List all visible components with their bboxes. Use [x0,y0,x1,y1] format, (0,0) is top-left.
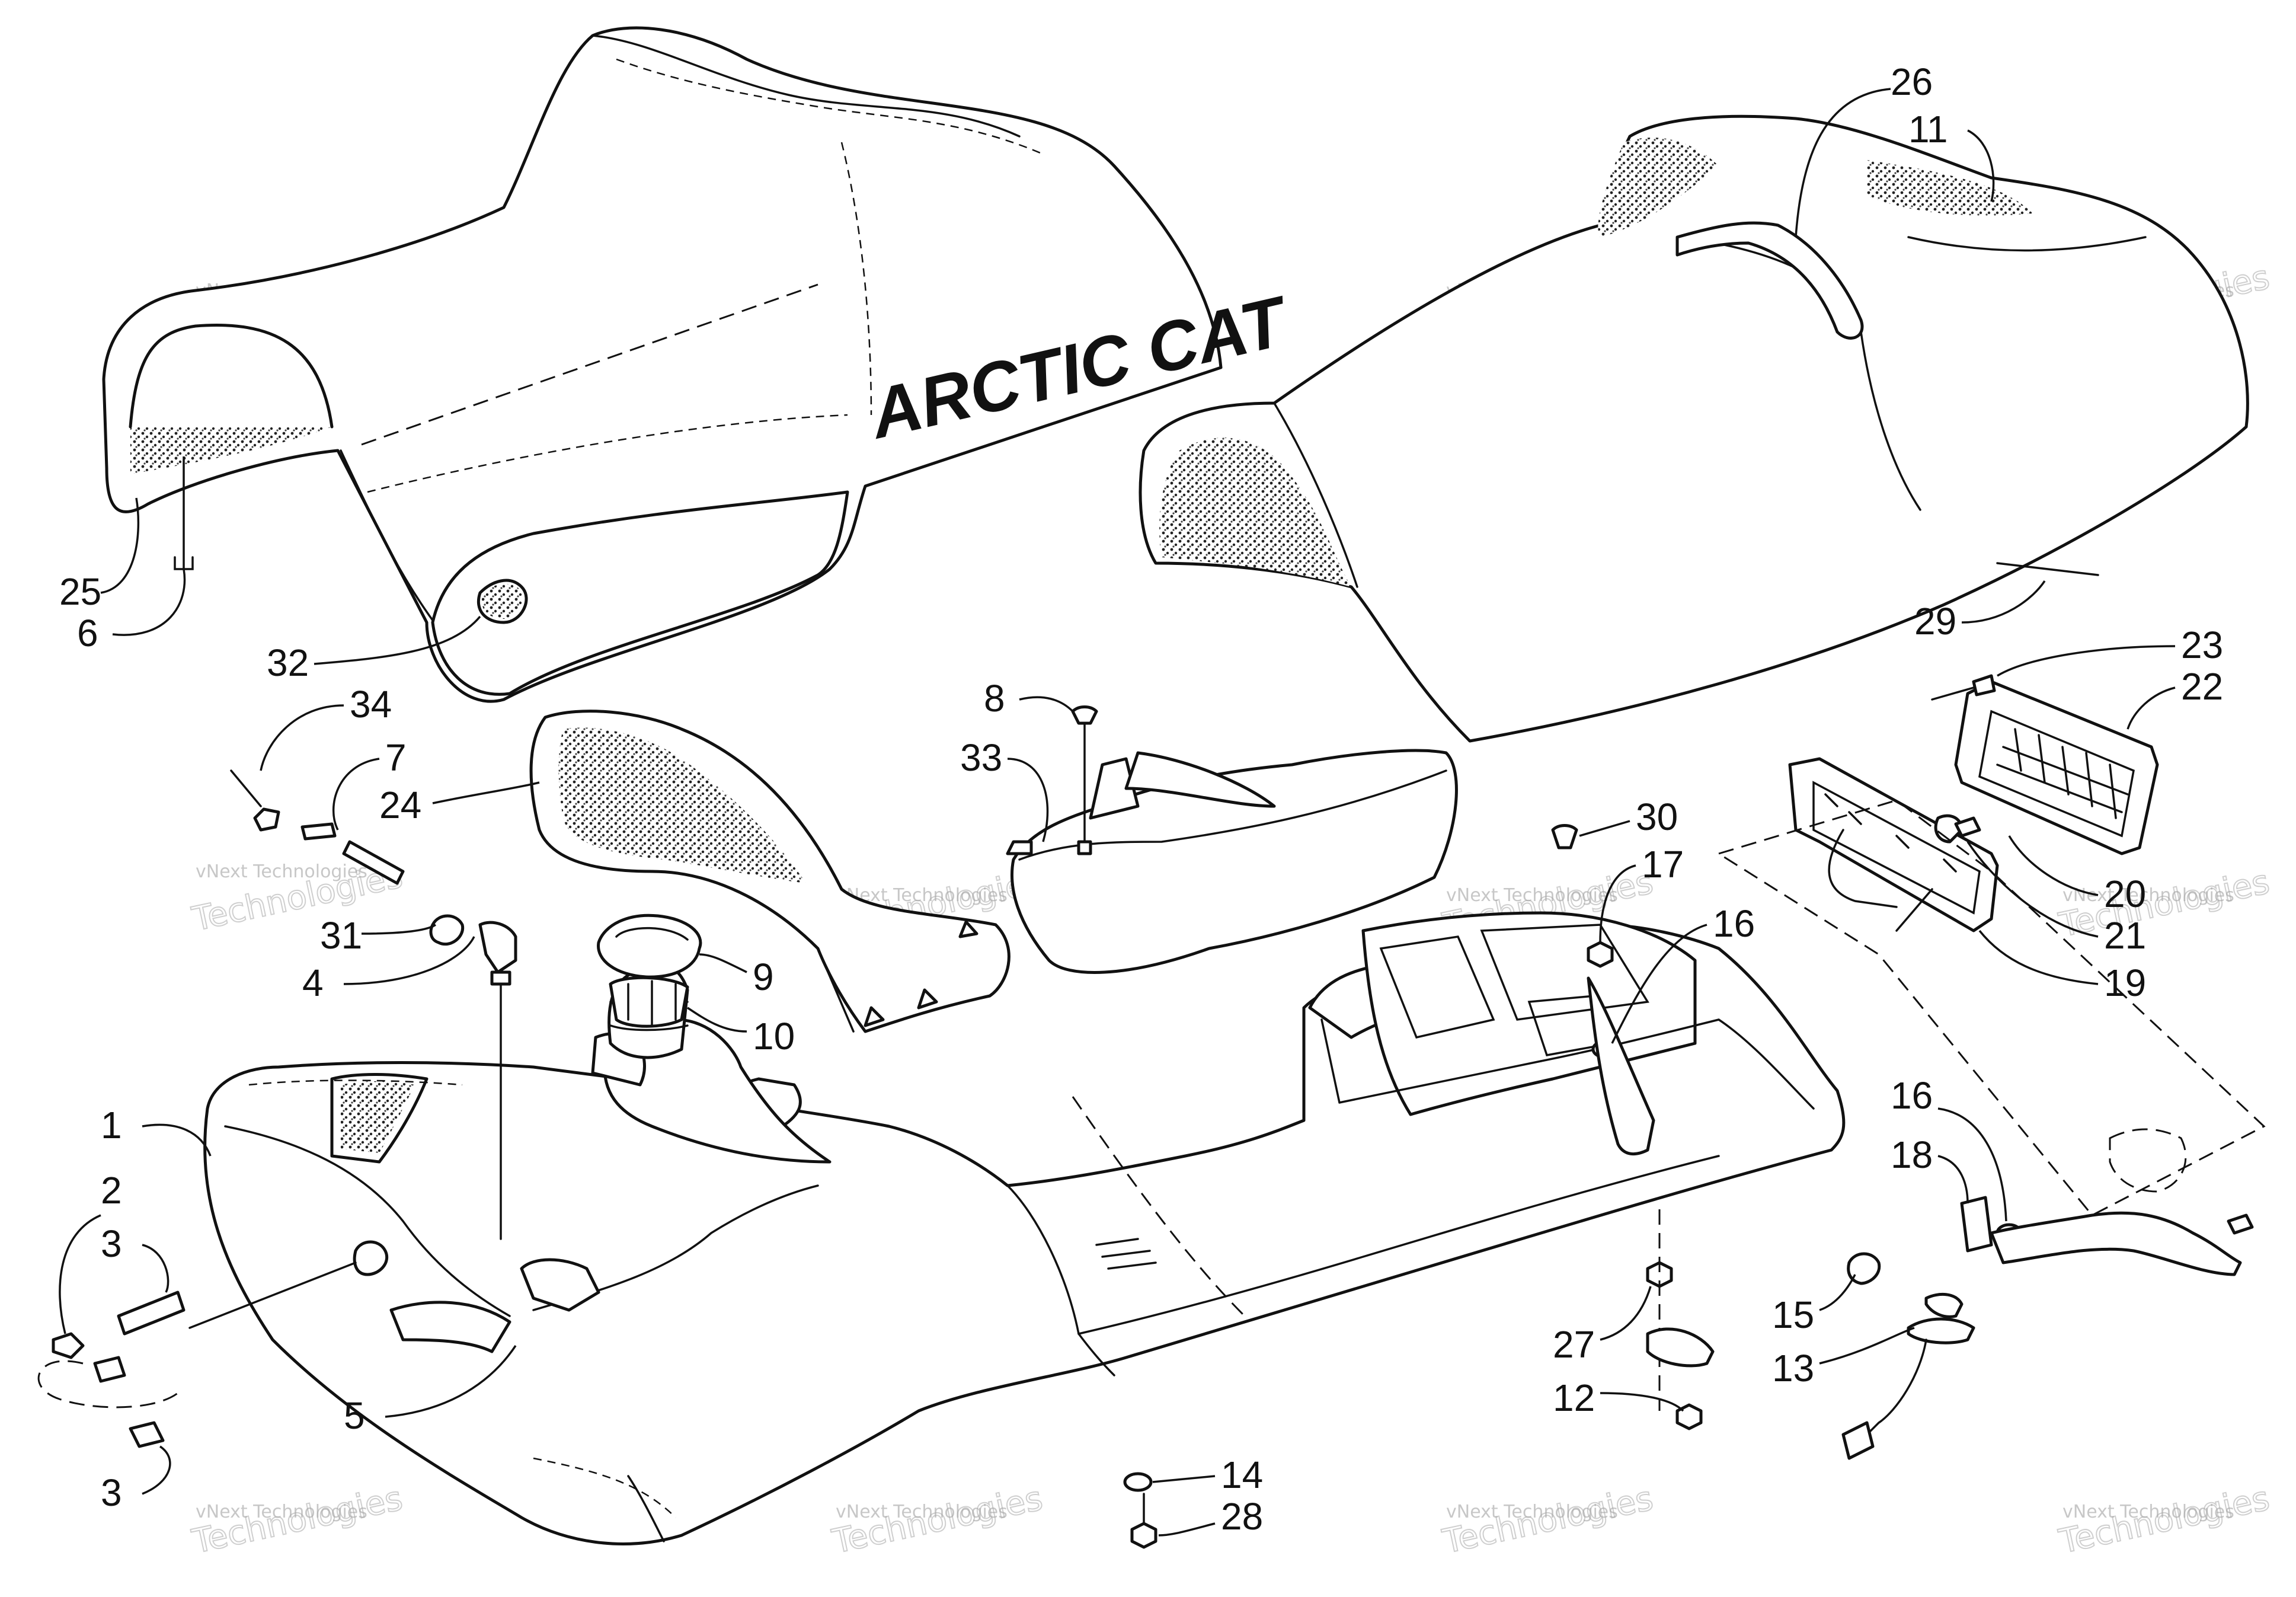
svg-text:6: 6 [77,612,98,654]
svg-text:9: 9 [753,956,774,998]
callout-7: 7 [332,736,407,831]
svg-text:vNext Technologies: vNext Technologies [836,1502,1008,1522]
watermark: vNext Technologies Technologies [828,1478,1046,1562]
svg-text:28: 28 [1221,1495,1263,1538]
svg-text:26: 26 [1891,60,1933,103]
svg-text:Technologies: Technologies [188,1479,405,1561]
svg-text:15: 15 [1772,1293,1814,1336]
svg-text:Technologies: Technologies [2055,1479,2272,1561]
callout-23: 23 [1997,624,2223,677]
svg-text:11: 11 [1908,108,1948,151]
callout-33: 33 [960,736,1049,842]
callout-3-bottom: 3 [101,1445,171,1514]
callouts: 1 2 3 3 4 5 6 7 [59,60,2223,1538]
callout-26: 26 [1795,60,1933,238]
callout-21: 21 [1966,841,2146,957]
callout-18: 18 [1891,1133,1969,1204]
svg-text:32: 32 [267,641,309,684]
callout-12: 12 [1553,1376,1684,1419]
callout-16-center: 16 [1611,902,1755,1044]
callout-9: 9 [699,953,774,998]
svg-text:Technologies: Technologies [829,1479,1045,1561]
svg-text:2: 2 [101,1169,122,1212]
svg-text:vNext Technologies: vNext Technologies [196,861,367,882]
svg-text:3: 3 [101,1222,122,1265]
svg-text:14: 14 [1221,1454,1263,1496]
svg-text:13: 13 [1772,1347,1814,1390]
svg-text:25: 25 [59,570,101,613]
callout-22: 22 [2126,665,2223,730]
svg-text:vNext Technologies: vNext Technologies [1446,885,1618,906]
left-seat: ARCTIC CAT [102,26,1297,703]
svg-text:31: 31 [320,914,362,957]
svg-text:Technologies: Technologies [2055,863,2272,945]
hardware [37,674,2266,1549]
svg-text:vNext Technologies: vNext Technologies [2062,1502,2234,1522]
callout-4: 4 [302,936,475,1004]
svg-text:34: 34 [350,683,392,726]
svg-text:27: 27 [1553,1323,1595,1366]
svg-text:1: 1 [101,1104,122,1146]
svg-text:16: 16 [1891,1074,1933,1117]
svg-text:4: 4 [302,962,324,1004]
watermark: vNext Technologies Technologies [2055,862,2273,946]
svg-text:29: 29 [1914,600,1956,643]
tail-light [1788,680,2159,932]
watermark: vNext Technologies Technologies [1438,1478,1657,1562]
watermark: vNext Technologies Technologies [188,1478,406,1562]
fuel-cap [597,914,702,1028]
callout-5: 5 [344,1345,517,1437]
watermark: vNext Technologies Technologies [2055,1478,2273,1562]
svg-text:24: 24 [379,784,421,826]
callout-3-top: 3 [101,1222,170,1293]
svg-text:17: 17 [1642,843,1684,886]
svg-text:5: 5 [344,1394,365,1437]
callout-28: 28 [1158,1495,1263,1538]
callout-2: 2 [59,1169,122,1334]
callout-27: 27 [1553,1286,1652,1366]
callout-24: 24 [379,781,540,826]
svg-text:8: 8 [984,677,1005,720]
svg-text:16: 16 [1713,902,1755,945]
svg-text:23: 23 [2181,624,2223,666]
callout-31: 31 [320,914,436,957]
right-seat [1139,114,2249,743]
callout-6: 6 [77,456,194,654]
svg-text:vNext Technologies: vNext Technologies [1446,1502,1618,1522]
callout-10: 10 [687,1007,795,1058]
front-seat-section [529,710,1011,1033]
callout-30: 30 [1579,796,1678,838]
callout-34: 34 [260,683,392,771]
svg-text:12: 12 [1553,1376,1595,1419]
callout-8: 8 [984,677,1074,720]
callout-20: 20 [2008,835,2146,915]
svg-text:10: 10 [753,1015,795,1058]
callout-29: 29 [1914,580,2046,643]
callout-32: 32 [267,615,481,684]
callout-1: 1 [101,1104,212,1157]
svg-text:30: 30 [1636,796,1678,838]
svg-text:20: 20 [2104,873,2146,915]
seat-bracket [1006,749,1458,974]
svg-text:19: 19 [2104,962,2146,1004]
svg-text:Technologies: Technologies [1439,1479,1656,1561]
svg-text:7: 7 [385,736,407,779]
svg-text:vNext Technologies: vNext Technologies [2062,885,2234,906]
svg-text:33: 33 [960,736,1002,779]
callout-19: 19 [1978,930,2146,1004]
svg-text:18: 18 [1891,1133,1933,1176]
callout-15: 15 [1772,1274,1856,1336]
callout-17: 17 [1599,843,1684,943]
callout-16-right: 16 [1891,1074,2007,1222]
callout-25: 25 [59,497,140,613]
callout-14: 14 [1152,1454,1263,1496]
svg-text:22: 22 [2181,665,2223,708]
svg-text:3: 3 [101,1471,122,1514]
svg-text:vNext Technologies: vNext Technologies [196,1502,367,1522]
callout-11: 11 [1908,108,1995,202]
callout-13: 13 [1772,1327,1915,1390]
svg-text:21: 21 [2104,914,2146,957]
